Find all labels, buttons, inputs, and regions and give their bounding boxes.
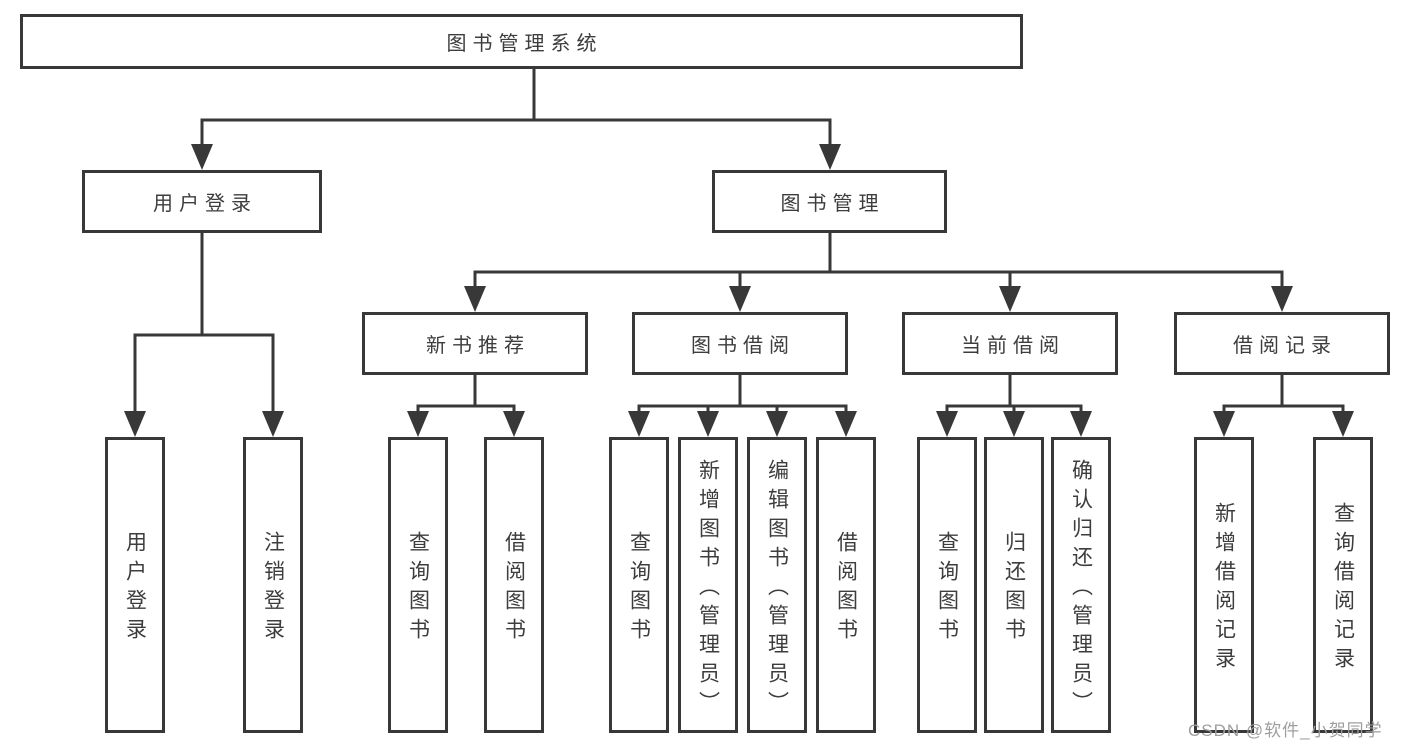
arrowhead-newbooks <box>464 286 486 312</box>
leaf-borrow-borrow-books: 借阅图书 <box>816 437 876 733</box>
leaf-label: 查询图书 <box>406 531 430 647</box>
leaf-logout: 注销登录 <box>243 437 303 733</box>
leaf-records-query-record: 查询借阅记录 <box>1313 437 1373 733</box>
leaf-label: 新增图书（管理员） <box>696 458 720 720</box>
arrowhead-current-confirm <box>1070 411 1092 437</box>
arrowhead-records-query <box>1332 411 1354 437</box>
leaf-label: 确认归还（管理员） <box>1069 458 1093 720</box>
connector-level1-branch <box>200 118 832 146</box>
arrowhead-borrow-query <box>628 411 650 437</box>
node-book-borrow: 图书借阅 <box>632 312 848 375</box>
connector-records-branch <box>1222 404 1345 413</box>
arrowhead-current <box>999 286 1021 312</box>
arrowhead-records-add <box>1213 411 1235 437</box>
leaf-borrow-add-books-admin: 新增图书（管理员） <box>678 437 738 733</box>
connector-newbooks-branch <box>416 404 516 413</box>
node-borrow-records: 借阅记录 <box>1174 312 1390 375</box>
leaf-label: 归还图书 <box>1002 531 1026 647</box>
node-user-login: 用户登录 <box>82 170 322 233</box>
arrowhead-records <box>1271 286 1293 312</box>
connector-userlogin-branch <box>133 333 275 413</box>
node-library-system: 图书管理系统 <box>20 14 1023 69</box>
node-label: 新书推荐 <box>426 335 530 357</box>
leaf-user-login: 用户登录 <box>105 437 165 733</box>
leaf-current-confirm-return-admin: 确认归还（管理员） <box>1051 437 1111 733</box>
csdn-watermark: CSDN @软件_小贺同学 <box>1188 721 1383 740</box>
node-label: 图书管理 <box>780 193 885 215</box>
arrowhead-newbooks-query <box>407 411 429 437</box>
leaf-label: 借阅图书 <box>834 531 858 647</box>
arrowheads <box>124 144 1354 437</box>
node-label: 借阅记录 <box>1233 335 1337 357</box>
node-current-borrow: 当前借阅 <box>902 312 1118 375</box>
node-label: 图书借阅 <box>691 335 795 357</box>
leaf-borrow-query-books: 查询图书 <box>609 437 669 733</box>
leaf-records-add-record: 新增借阅记录 <box>1194 437 1254 733</box>
arrowhead-newbooks-borrow <box>503 411 525 437</box>
leaf-current-return-books: 归还图书 <box>984 437 1044 733</box>
node-label: 用户登录 <box>153 193 257 215</box>
arrowhead-current-query <box>936 411 958 437</box>
node-new-book-recommend: 新书推荐 <box>362 312 588 375</box>
arrowhead-userlogin <box>191 144 213 170</box>
arrowhead-borrow-edit <box>766 411 788 437</box>
node-book-management: 图书管理 <box>712 170 947 233</box>
leaf-label: 注销登录 <box>261 531 285 647</box>
leaf-newbooks-query-books: 查询图书 <box>388 437 448 733</box>
arrowhead-bookmgmt <box>819 144 841 170</box>
node-label: 当前借阅 <box>961 335 1065 357</box>
arrowhead-leaf-logout <box>262 411 284 437</box>
leaf-label: 新增借阅记录 <box>1212 502 1236 676</box>
leaf-label: 查询图书 <box>935 531 959 647</box>
arrowhead-leaf-userlogin <box>124 411 146 437</box>
leaf-label: 用户登录 <box>123 531 147 647</box>
arrowhead-borrow-add <box>697 411 719 437</box>
leaf-newbooks-borrow-books: 借阅图书 <box>484 437 544 733</box>
node-label: 图书管理系统 <box>446 33 603 55</box>
leaf-label: 查询借阅记录 <box>1331 502 1355 676</box>
arrowhead-borrow <box>729 286 751 312</box>
leaf-label: 查询图书 <box>627 531 651 647</box>
connector-bookmgmt-branch <box>473 270 1284 288</box>
arrowhead-current-return <box>1003 411 1025 437</box>
leaf-current-query-books: 查询图书 <box>917 437 977 733</box>
leaf-label: 编辑图书（管理员） <box>765 458 789 720</box>
arrowhead-borrow-borrow <box>835 411 857 437</box>
connector-borrow-branch <box>637 404 848 413</box>
leaf-label: 借阅图书 <box>502 531 526 647</box>
leaf-borrow-edit-books-admin: 编辑图书（管理员） <box>747 437 807 733</box>
